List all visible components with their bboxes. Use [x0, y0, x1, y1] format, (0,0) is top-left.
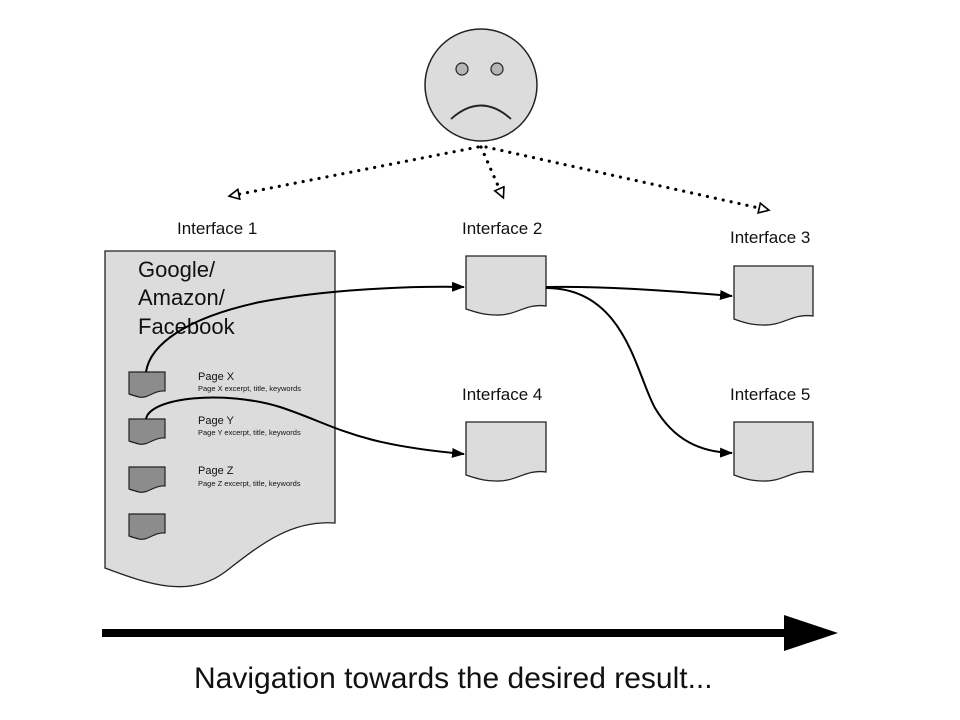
- main-document-title-line-1: Google/: [138, 257, 216, 282]
- dotted-arrow-to-interface-3: [484, 145, 768, 210]
- interface-2-label: Interface 2: [462, 219, 542, 238]
- page-x-title: Page X: [198, 371, 235, 383]
- sad-face-icon: [424, 28, 538, 142]
- main-document-shape: [104, 250, 336, 588]
- link-interface-2-to-interface-5: [545, 287, 733, 458]
- interface-2-document[interactable]: [465, 255, 547, 316]
- interface-3-label: Interface 3: [730, 228, 810, 247]
- link-page-y-to-interface-4: [145, 396, 465, 458]
- navigation-arrow: [102, 615, 838, 651]
- interface-1-label: Interface 1: [177, 219, 257, 238]
- page-z-subtitle: Page Z excerpt, title, keywords: [198, 479, 301, 488]
- navigation-caption: Navigation towards the desired result...: [194, 662, 713, 695]
- page-z-title: Page Z: [198, 465, 234, 477]
- interface-4-document[interactable]: [465, 421, 547, 482]
- interface-5-document[interactable]: [733, 421, 814, 482]
- result-tile-4[interactable]: [128, 513, 166, 540]
- page-y-title: Page Y: [198, 415, 235, 427]
- result-tile-page-z[interactable]: [128, 466, 166, 493]
- page-x-subtitle: Page X excerpt, title, keywords: [198, 384, 301, 393]
- interface-3-document[interactable]: [733, 265, 814, 326]
- main-document-title-line-2: Amazon/: [138, 285, 226, 310]
- page-y-subtitle: Page Y excerpt, title, keywords: [198, 428, 301, 437]
- link-interface-2-to-interface-3: [545, 285, 733, 300]
- interface-5-label: Interface 5: [730, 385, 810, 404]
- dotted-arrow-to-interface-2: [479, 145, 503, 197]
- interface-4-label: Interface 4: [462, 385, 542, 404]
- result-tile-page-y[interactable]: [128, 418, 166, 445]
- result-tile-page-x[interactable]: [128, 371, 166, 398]
- dotted-arrow-to-interface-1: [230, 145, 480, 196]
- link-page-x-to-interface-2: [145, 281, 465, 373]
